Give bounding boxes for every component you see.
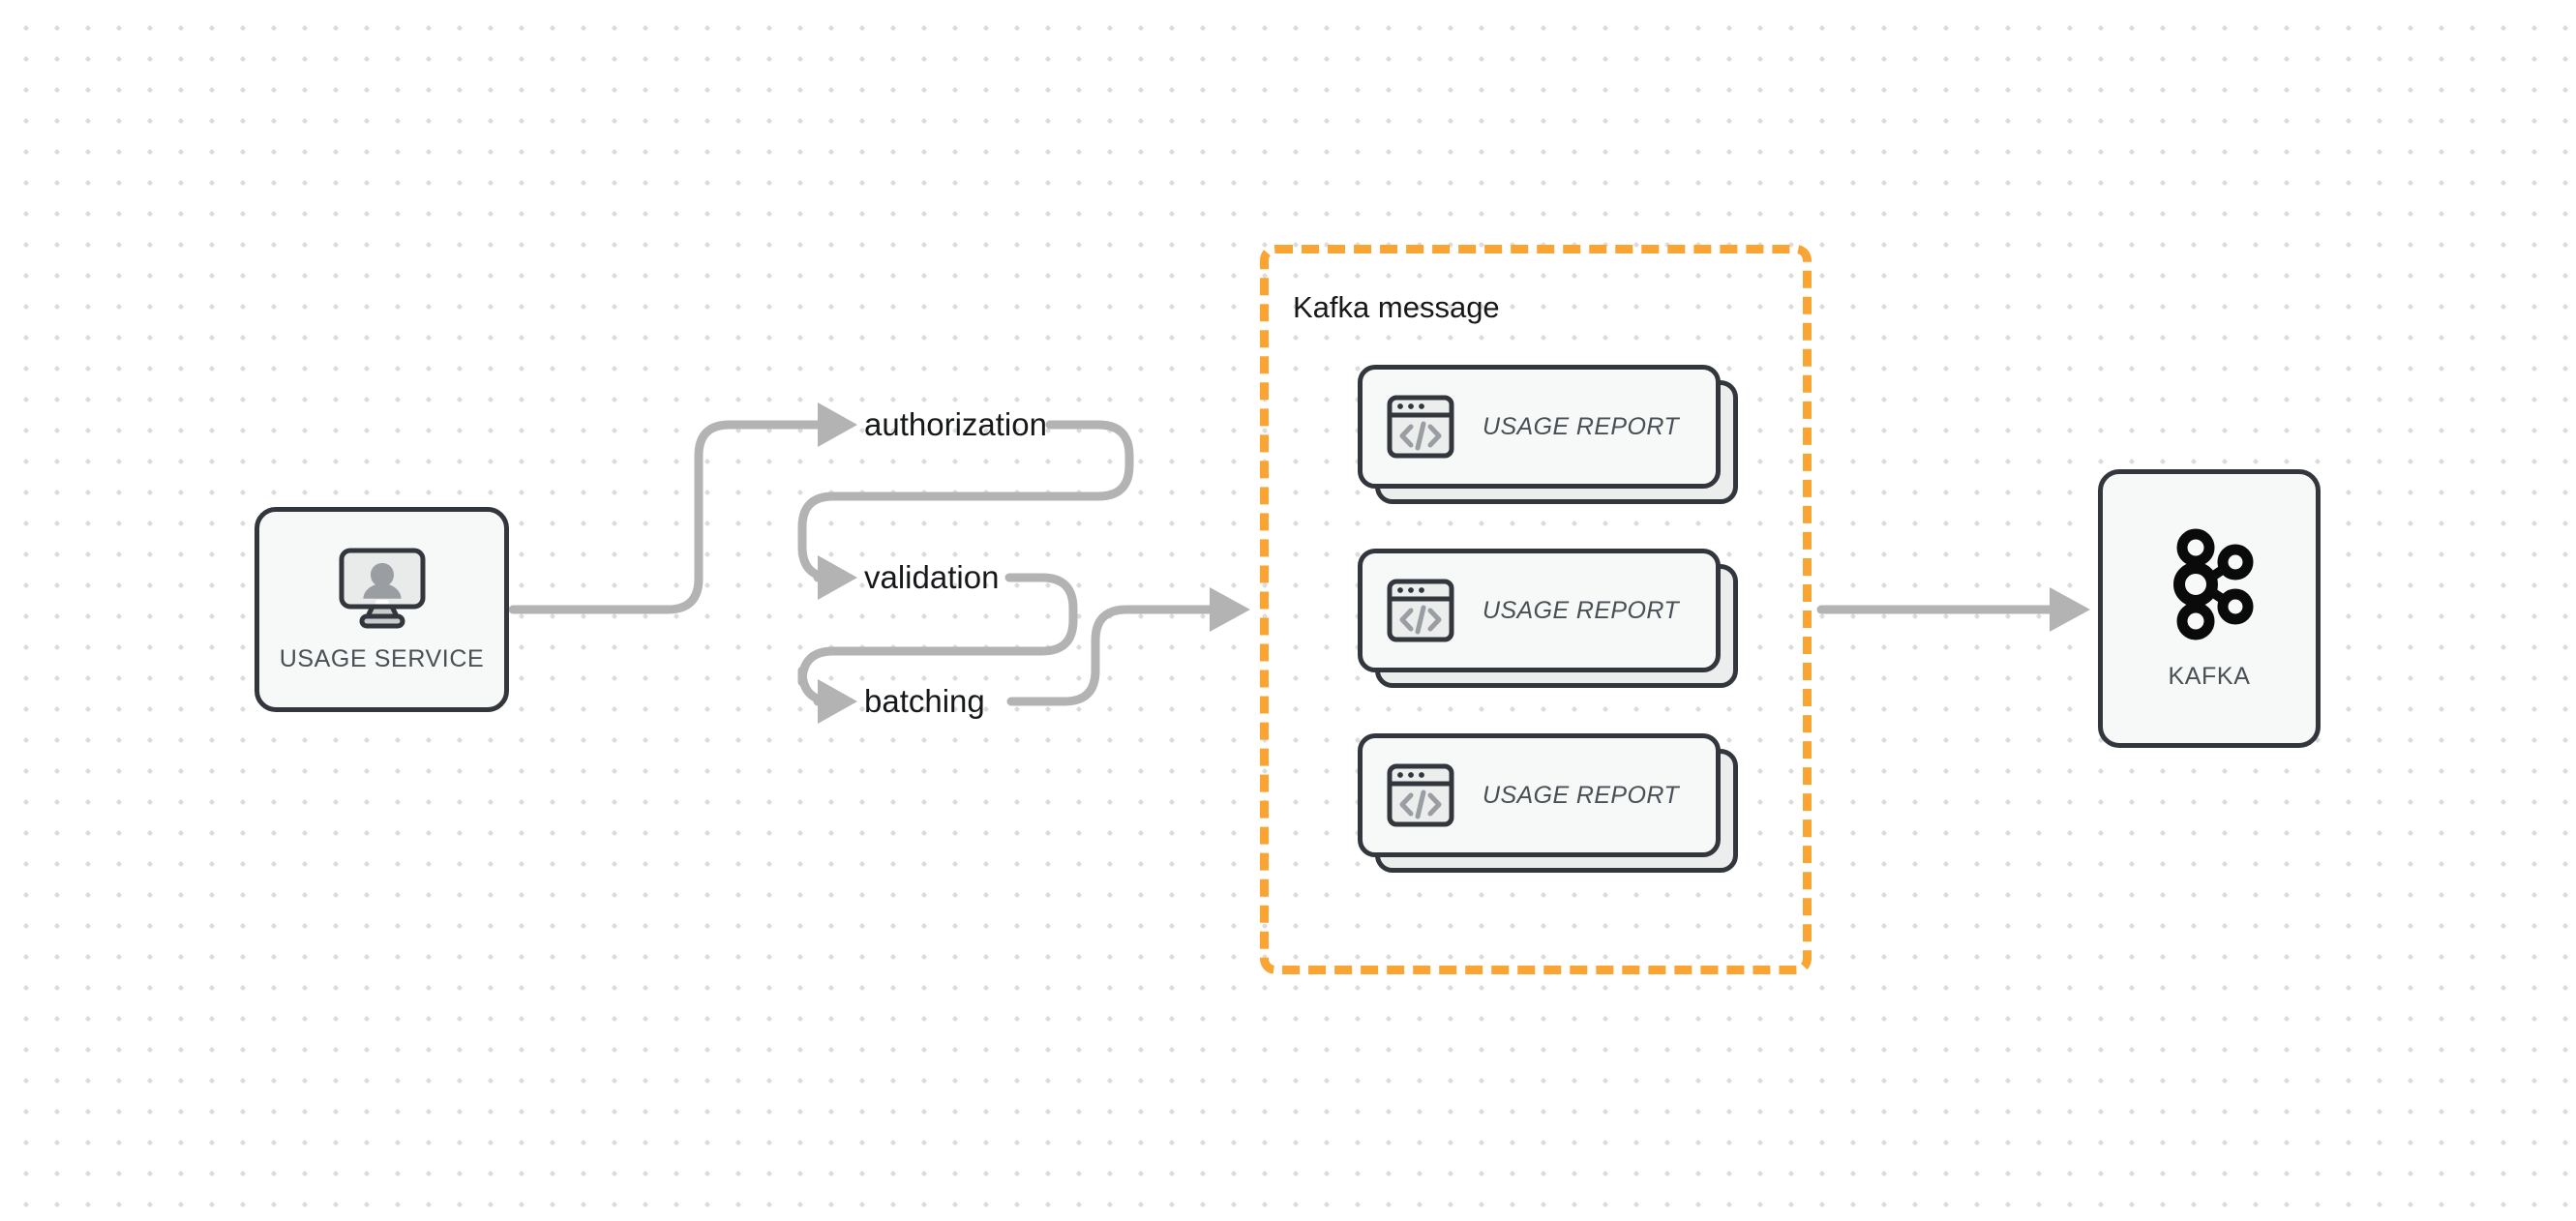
code-window-icon [1363,760,1455,830]
arrowhead-kafka-node [2050,587,2090,632]
connector-service-to-authorization [508,420,823,614]
card-face: USAGE REPORT [1358,365,1721,489]
stage-label-validation: validation [864,559,1000,595]
kafka-message-group [1260,245,1812,974]
usage-report-card-label: USAGE REPORT [1483,412,1679,440]
usage-report-card[interactable]: USAGE REPORT [1358,365,1738,504]
arrowhead-batching [818,679,857,724]
arrowhead-authorization [818,402,857,447]
arrowhead-kafka-message [1210,587,1250,632]
code-window-icon [1363,392,1455,462]
monitor-user-icon [336,547,429,630]
usage-report-card[interactable]: USAGE REPORT [1358,733,1738,873]
card-face: USAGE REPORT [1358,549,1721,672]
usage-report-card-label: USAGE REPORT [1483,781,1679,809]
card-face: USAGE REPORT [1358,733,1721,857]
connector-authorization-to-validation [797,420,1134,582]
kafka-logo-icon [2159,527,2260,641]
code-window-icon [1363,576,1455,645]
usage-report-card[interactable]: USAGE REPORT [1358,549,1738,688]
usage-report-card-label: USAGE REPORT [1483,596,1679,624]
node-usage-service-label: USAGE SERVICE [279,644,485,672]
node-usage-service[interactable]: USAGE SERVICE [255,507,509,712]
node-kafka[interactable]: KAFKA [2098,469,2321,748]
stage-label-batching: batching [864,683,985,719]
kafka-message-title: Kafka message [1293,290,1500,324]
stage-label-authorization: authorization [864,406,1047,442]
node-kafka-label: KAFKA [2168,662,2251,690]
arrowhead-validation [818,555,857,600]
connector-batching-to-kafka-message [1006,605,1214,706]
